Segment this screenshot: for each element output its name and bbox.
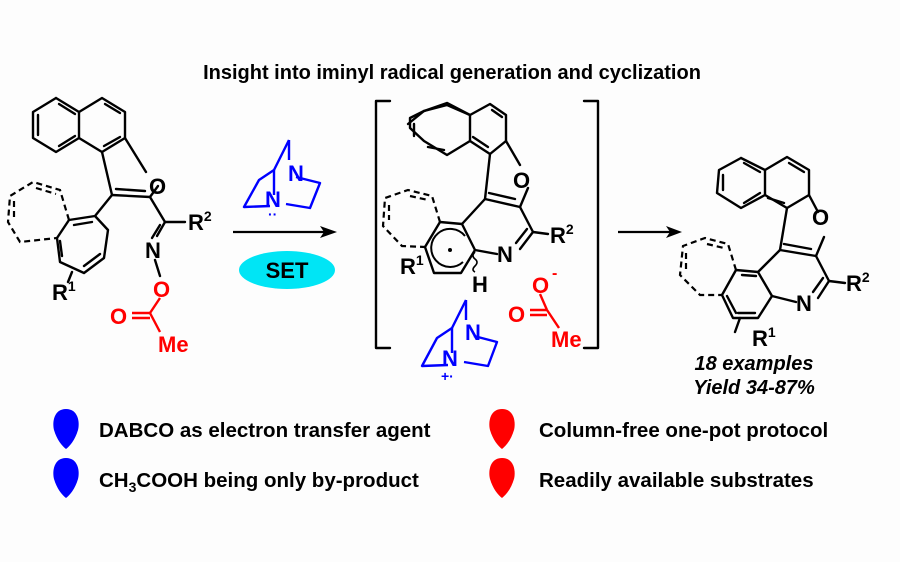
red-drop-bullet-icon (489, 409, 515, 449)
intermediate-furan-oxygen: O (513, 168, 530, 193)
product-r2: R2 (846, 269, 870, 296)
acetate-methyl: Me (551, 327, 582, 352)
dabco-radical-cation: N N +· (420, 299, 499, 384)
yield-range: Yield 34-87% (693, 377, 815, 399)
product-furan-oxygen: O (812, 205, 829, 230)
scheme-title: Insight into iminyl radical generation a… (203, 62, 701, 84)
reaction-arrow-2 (618, 226, 682, 238)
examples-count: 18 examples (695, 353, 814, 375)
dabco-cation-top-nitrogen: N (465, 320, 481, 345)
naphthalene-bonds (6, 96, 187, 333)
methyl-label: Me (158, 332, 189, 357)
dabco-cation-bottom-nitrogen: N (442, 346, 458, 371)
acetate-o-minus: O (532, 273, 549, 298)
product-nitrogen: N (796, 291, 812, 316)
carbonyl-oxygen-label: O (110, 304, 127, 329)
red-drop-bullet-icon (489, 458, 515, 498)
reagent-dabco: N N ·· (242, 139, 322, 222)
product-r1: R1 (752, 324, 776, 351)
reaction-arrow-1 (233, 226, 337, 238)
acetate-charge: - (552, 265, 557, 282)
set-ellipse (239, 251, 335, 289)
feature-text: Column-free one-pot protocol (539, 419, 828, 442)
feature-item: Readily available substrates (489, 458, 814, 498)
dabco-top-nitrogen: N (288, 161, 304, 186)
radical-dot (448, 248, 452, 252)
product (678, 155, 847, 334)
dabco-lone-pair: ·· (268, 206, 277, 222)
dabco-bottom-nitrogen: N (265, 187, 281, 212)
acetate-o-double: O (508, 302, 525, 327)
blue-drop-bullet-icon (53, 458, 79, 498)
intermediate (381, 101, 550, 275)
feature-list: DABCO as electron transfer agent CH3COOH… (53, 409, 828, 498)
feature-text: DABCO as electron transfer agent (99, 419, 431, 442)
intermediate-nitrogen: N (497, 242, 513, 267)
set-label: SET (266, 258, 309, 283)
r1-label: R1 (52, 278, 76, 305)
feature-text: Readily available substrates (539, 469, 814, 492)
r2-label: R2 (188, 208, 212, 235)
oxime-oxygen-label: O (153, 277, 170, 302)
feature-text: CH3COOH being only by-product (99, 469, 419, 495)
blue-drop-bullet-icon (53, 409, 79, 449)
intermediate-r2: R2 (550, 221, 574, 248)
feature-item: Column-free one-pot protocol (489, 409, 828, 449)
imine-nitrogen-label: N (145, 238, 161, 263)
starting-material: O R2 N O O Me R1 (6, 96, 212, 357)
feature-item: DABCO as electron transfer agent (53, 409, 431, 449)
feature-item: CH3COOH being only by-product (53, 458, 419, 498)
acetate-anion: O - O Me (508, 265, 582, 352)
intermediate-hydrogen: H (472, 272, 488, 297)
set-badge: SET (239, 251, 335, 289)
dabco-cation-charge: +· (441, 368, 454, 384)
intermediate-r1: R1 (400, 252, 424, 279)
intermediate-brackets (374, 99, 600, 350)
furan-oxygen-label: O (149, 174, 166, 199)
